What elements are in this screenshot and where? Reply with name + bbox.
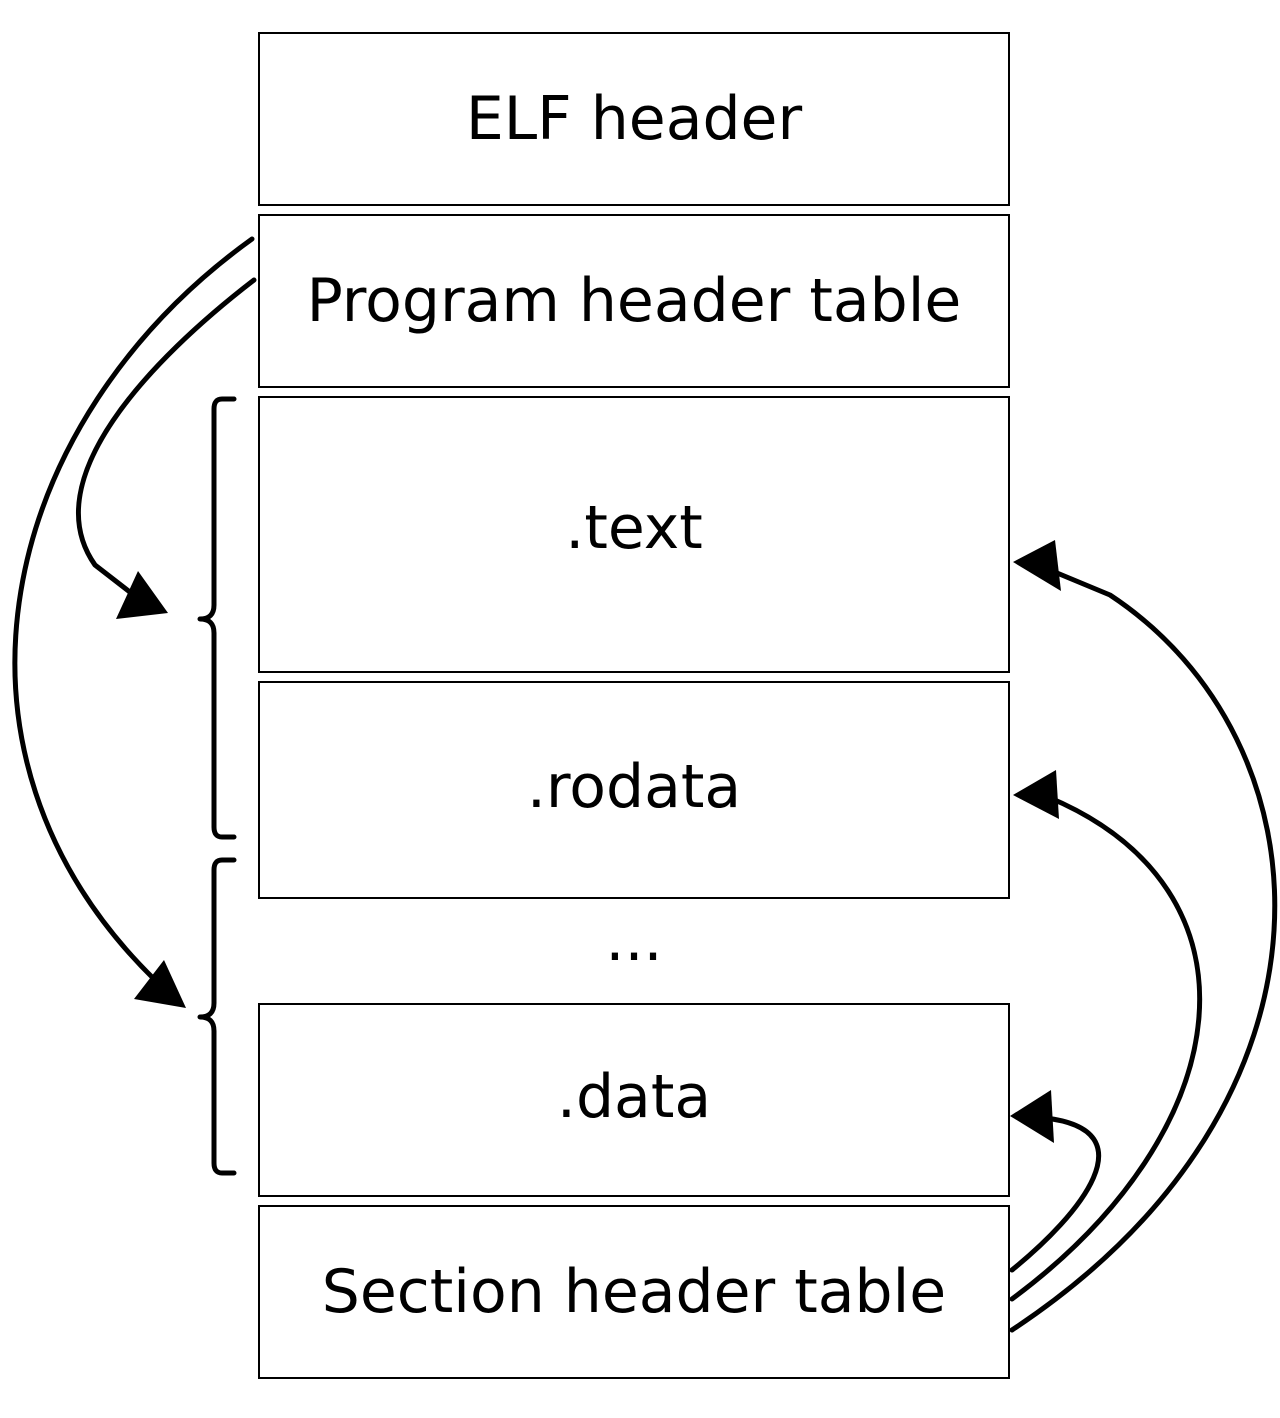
arrowhead-data-left — [134, 960, 186, 1008]
arrowhead-rodata-right — [1013, 770, 1059, 819]
program-header-table-label: Program header table — [306, 266, 962, 336]
elf-header-label: ELF header — [465, 84, 803, 154]
arrowhead-text-right — [1013, 540, 1061, 591]
data-section-label: .data — [556, 1062, 712, 1132]
segment-brace-1 — [197, 396, 237, 840]
text-section-label: .text — [565, 492, 703, 563]
text-section-block: .text — [258, 396, 1010, 673]
program-header-arrow-2 — [12, 236, 255, 983]
elf-header-block: ELF header — [258, 32, 1010, 206]
segment-brace-2 — [197, 857, 237, 1176]
section-header-table-block: Section header table — [258, 1205, 1010, 1379]
section-header-table-label: Section header table — [321, 1257, 947, 1327]
data-section-block: .data — [258, 1003, 1010, 1197]
ellipsis-label: ... — [605, 905, 663, 975]
rodata-section-block: .rodata — [258, 681, 1010, 899]
arrowhead-data-right — [1010, 1090, 1054, 1143]
program-header-table-block: Program header table — [258, 214, 1010, 388]
arrowhead-text-left — [116, 571, 168, 619]
program-header-arrow-1 — [75, 277, 257, 599]
section-header-arrow-rodata — [1009, 794, 1203, 1302]
rodata-section-label: .rodata — [526, 752, 742, 822]
section-header-arrow-data — [1009, 1115, 1102, 1273]
section-header-arrow-text — [1009, 565, 1278, 1333]
